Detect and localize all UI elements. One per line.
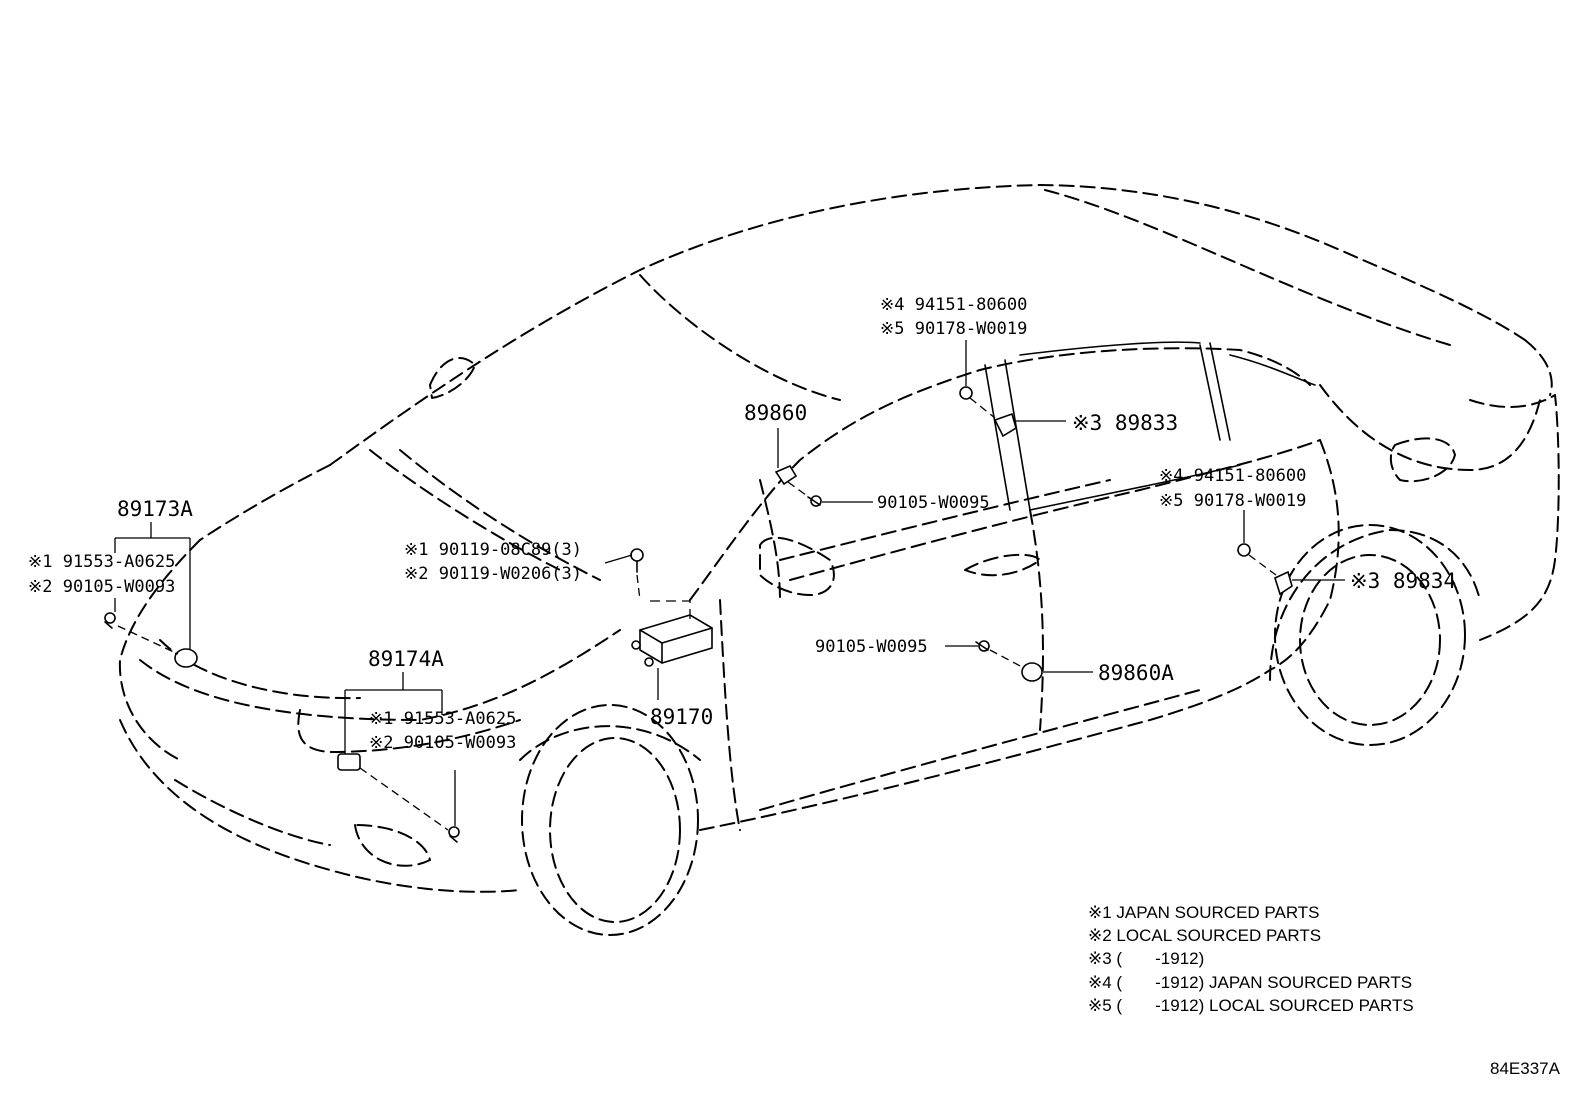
label-top-s4: ※4 94151-80600 bbox=[880, 295, 1027, 315]
label-89833: ※3 89833 bbox=[1072, 411, 1178, 435]
label-bolt-s1: ※1 90119-08C89(3) bbox=[404, 540, 582, 560]
part-sensor-front-left bbox=[104, 612, 198, 668]
label-89860: 89860 bbox=[744, 401, 807, 425]
note-5: ※5 ( -1912) LOCAL SOURCED PARTS bbox=[1088, 996, 1414, 1015]
footnotes: ※1 JAPAN SOURCED PARTS ※2 LOCAL SOURCED … bbox=[1088, 903, 1414, 1015]
label-89174A-s2: ※2 90105-W0093 bbox=[369, 733, 516, 753]
note-1: ※1 JAPAN SOURCED PARTS bbox=[1088, 903, 1320, 922]
part-sensor-front-right bbox=[337, 753, 460, 843]
label-89173A-s1: ※1 91553-A0625 bbox=[28, 552, 175, 572]
label-89173A: 89173A bbox=[117, 497, 193, 521]
part-door-sensor bbox=[975, 640, 1043, 682]
note-3: ※3 ( -1912) bbox=[1088, 949, 1204, 968]
part-side-sensor-rear bbox=[1237, 543, 1293, 596]
label-89834: ※3 89834 bbox=[1350, 569, 1456, 593]
part-labels: 89173A ※1 91553-A0625 ※2 90105-W0093 891… bbox=[28, 295, 1456, 753]
label-89860A: 89860A bbox=[1098, 661, 1174, 685]
label-89174A: 89174A bbox=[368, 647, 444, 671]
label-screw-front: 90105-W0095 bbox=[877, 493, 990, 513]
part-side-sensor-b-pillar bbox=[959, 386, 1017, 438]
note-2: ※2 LOCAL SOURCED PARTS bbox=[1088, 926, 1321, 945]
leader-lines bbox=[114, 340, 1345, 831]
label-screw-door: 90105-W0095 bbox=[815, 637, 928, 657]
car-outline bbox=[118, 184, 1560, 936]
label-bolt-s2: ※2 90119-W0206(3) bbox=[404, 564, 582, 584]
label-rear-s4: ※4 94151-80600 bbox=[1159, 466, 1306, 486]
label-rear-s5: ※5 90178-W0019 bbox=[1159, 491, 1306, 511]
label-89174A-s1: ※1 91553-A0625 bbox=[369, 709, 516, 729]
part-airbag-sensor-assy bbox=[630, 548, 713, 667]
label-89170: 89170 bbox=[650, 705, 713, 729]
note-4: ※4 ( -1912) JAPAN SOURCED PARTS bbox=[1088, 973, 1412, 992]
label-89173A-s2: ※2 90105-W0093 bbox=[28, 577, 175, 597]
label-top-s5: ※5 90178-W0019 bbox=[880, 319, 1027, 339]
reference-code: 84E337A bbox=[1490, 1059, 1561, 1078]
part-sensor-pillar bbox=[774, 464, 822, 507]
